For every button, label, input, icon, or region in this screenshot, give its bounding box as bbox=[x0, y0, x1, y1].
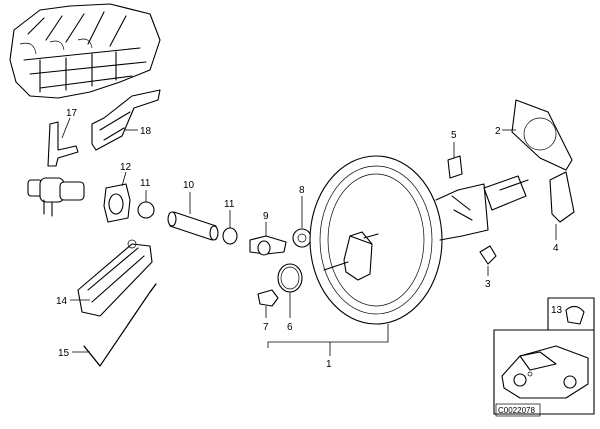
callout-4: 4 bbox=[553, 243, 559, 254]
part-14-hose-bracket bbox=[70, 239, 153, 317]
part-11-clamp-left bbox=[137, 190, 155, 219]
brake-booster bbox=[309, 155, 489, 325]
part-15-vacuum-line bbox=[72, 283, 157, 367]
callout-8: 8 bbox=[299, 185, 305, 196]
callout-3: 3 bbox=[485, 279, 491, 290]
part-4-bracket bbox=[549, 171, 575, 240]
vacuum-check-valve bbox=[27, 177, 85, 217]
callout-7: 7 bbox=[263, 322, 269, 333]
inset-box-car bbox=[493, 329, 595, 415]
callout-17: 17 bbox=[66, 108, 78, 119]
part-5-clip bbox=[447, 142, 463, 179]
part-9-valve bbox=[249, 222, 287, 256]
part-6-o-ring bbox=[277, 263, 303, 318]
callout-13: 13 bbox=[551, 305, 563, 316]
diagram-code: C0022078 bbox=[498, 406, 535, 415]
part-2-gasket bbox=[502, 99, 573, 171]
intake-manifold bbox=[9, 3, 161, 99]
callout-2: 2 bbox=[495, 126, 501, 137]
callout-11a: 11 bbox=[140, 178, 151, 189]
callout-1: 1 bbox=[326, 359, 332, 370]
callout-15: 15 bbox=[58, 348, 70, 359]
part-18-bracket bbox=[91, 89, 161, 151]
part-3-nut bbox=[479, 245, 497, 276]
part-10-hose bbox=[167, 192, 219, 241]
callout-10: 10 bbox=[183, 180, 195, 191]
part-12-grommet bbox=[103, 171, 131, 223]
callout-11b: 11 bbox=[224, 199, 235, 210]
inset-box-part-13 bbox=[547, 297, 595, 331]
callout-14: 14 bbox=[56, 296, 68, 307]
part-11-clamp-right bbox=[222, 210, 238, 245]
part-17-bracket bbox=[47, 117, 79, 167]
callout-9: 9 bbox=[263, 211, 269, 222]
callout-1-leader bbox=[267, 324, 389, 356]
callout-18: 18 bbox=[140, 126, 152, 137]
callout-6: 6 bbox=[287, 322, 293, 333]
part-7-nut bbox=[257, 289, 279, 318]
pushrod-fork bbox=[483, 175, 529, 211]
callout-12: 12 bbox=[120, 162, 132, 173]
diagram-code-box bbox=[495, 403, 541, 417]
callout-5: 5 bbox=[451, 130, 457, 141]
part-8-grommet bbox=[292, 196, 312, 248]
